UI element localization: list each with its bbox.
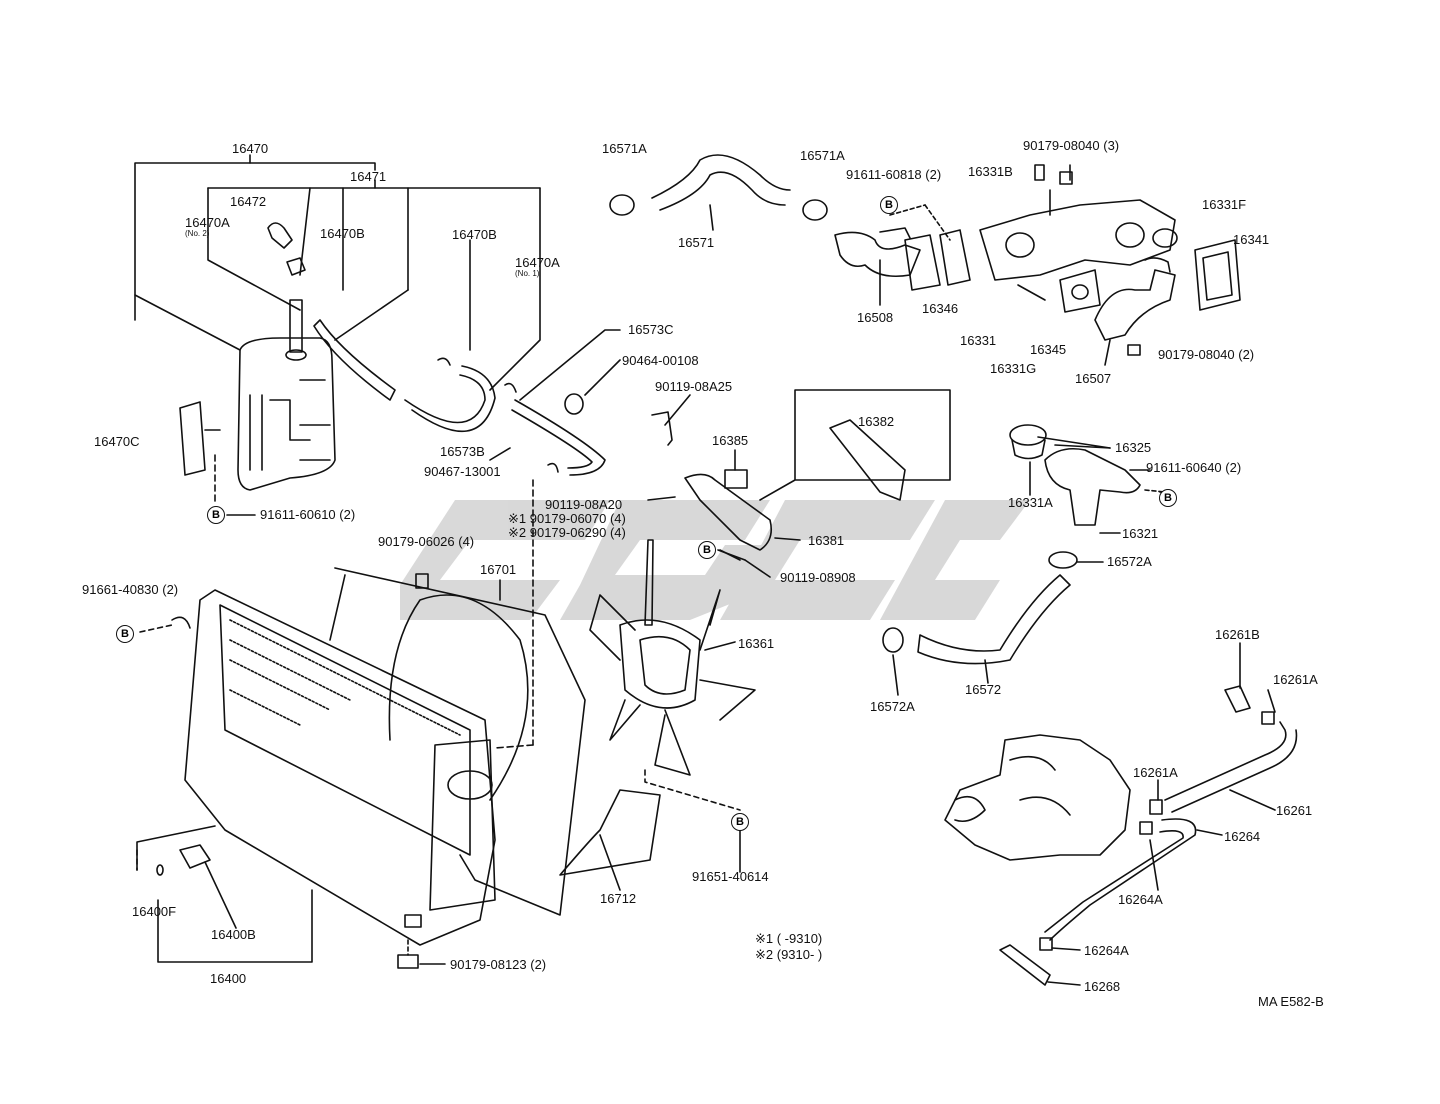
label-91651-40614: 91651-40614	[692, 869, 769, 884]
label-16572a-right: 16572A	[1107, 554, 1152, 569]
label-16264a-lower: 16264A	[1084, 943, 1129, 958]
label-16571a-right: 16571A	[800, 148, 845, 163]
label-16331b: 16331B	[968, 164, 1013, 179]
callout-b-reservoir: B	[207, 506, 225, 524]
label-16385: 16385	[712, 433, 749, 448]
label-16470a-no2-note: (No. 2)	[185, 229, 210, 238]
label-16261a-upper: 16261A	[1273, 672, 1318, 687]
label-90179-08040-2: 90179-08040 (2)	[1158, 347, 1255, 362]
callout-b-thermostat: B	[1159, 489, 1177, 507]
label-16331g: 16331G	[990, 361, 1037, 376]
label-16400b: 16400B	[211, 927, 256, 942]
label-16325: 16325	[1115, 440, 1152, 455]
label-16701: 16701	[480, 562, 517, 577]
label-16261b: 16261B	[1215, 627, 1260, 642]
label-16331f: 16331F	[1202, 197, 1247, 212]
callout-b-bracket: B	[698, 541, 716, 559]
label-16507: 16507	[1075, 371, 1112, 386]
label-16400f: 16400F	[132, 904, 177, 919]
label-90179-06026: 90179-06026 (4)	[378, 534, 475, 549]
label-16470a-no1-note: (No. 1)	[515, 269, 540, 278]
label-16572: 16572	[965, 682, 1002, 697]
label-90179-08040-3: 90179-08040 (3)	[1023, 138, 1120, 153]
label-16470b-upper: 16470B	[320, 226, 365, 241]
callout-b-shroud: B	[731, 813, 749, 831]
label-16341: 16341	[1233, 232, 1270, 247]
label-16508: 16508	[857, 310, 894, 325]
label-16712: 16712	[600, 891, 637, 906]
label-16261a-lower: 16261A	[1133, 765, 1178, 780]
note-2: ※2 (9310- )	[755, 947, 823, 962]
label-16268: 16268	[1084, 979, 1121, 994]
label-91611-60640: 91611-60640 (2)	[1146, 460, 1242, 475]
label-16261: 16261	[1276, 803, 1313, 818]
label-90179-06070: ※1 90179-06070 (4)	[508, 511, 626, 526]
label-16382: 16382	[858, 414, 895, 429]
label-90464-00108: 90464-00108	[622, 353, 699, 368]
label-16331: 16331	[960, 333, 997, 348]
label-16381: 16381	[808, 533, 845, 548]
label-16331a: 16331A	[1008, 495, 1053, 510]
label-16470b-right: 16470B	[452, 227, 497, 242]
label-16472: 16472	[230, 194, 267, 209]
label-16346: 16346	[922, 301, 959, 316]
label-91611-60818: 91611-60818 (2)	[846, 167, 942, 182]
label-91611-60610: 91611-60610 (2)	[260, 507, 356, 522]
watermark	[400, 500, 1030, 620]
label-16264: 16264	[1224, 829, 1261, 844]
diagram-reference: MA E582-B	[1258, 994, 1324, 1009]
label-90119-08a20: 90119-08A20	[545, 497, 623, 512]
label-16470a-no1: 16470A	[515, 255, 560, 270]
label-16264a-upper: 16264A	[1118, 892, 1163, 907]
label-16572a-left: 16572A	[870, 699, 915, 714]
label-16573b: 16573B	[440, 444, 485, 459]
note-1: ※1 ( -9310)	[755, 931, 823, 946]
callout-b-outlet: B	[880, 196, 898, 214]
label-16400: 16400	[210, 971, 247, 986]
label-16470: 16470	[232, 141, 269, 156]
label-90119-08a25: 90119-08A25	[655, 379, 733, 394]
label-91661-40830: 91661-40830 (2)	[82, 582, 179, 597]
label-90467-13001: 90467-13001	[424, 464, 501, 479]
label-90179-06290: ※2 90179-06290 (4)	[508, 525, 626, 540]
callout-b-radiator: B	[116, 625, 134, 643]
line-art	[134, 154, 1298, 986]
label-16471: 16471	[350, 169, 387, 184]
label-16571a-left: 16571A	[602, 141, 647, 156]
label-16470a-no2: 16470A	[185, 215, 230, 230]
label-16573c: 16573C	[628, 322, 674, 337]
label-16361: 16361	[738, 636, 775, 651]
label-16321: 16321	[1122, 526, 1159, 541]
label-16571: 16571	[678, 235, 715, 250]
label-90119-08908: 90119-08908	[780, 570, 856, 585]
label-90179-08123: 90179-08123 (2)	[450, 957, 547, 972]
label-16345: 16345	[1030, 342, 1067, 357]
label-16470c: 16470C	[94, 434, 140, 449]
